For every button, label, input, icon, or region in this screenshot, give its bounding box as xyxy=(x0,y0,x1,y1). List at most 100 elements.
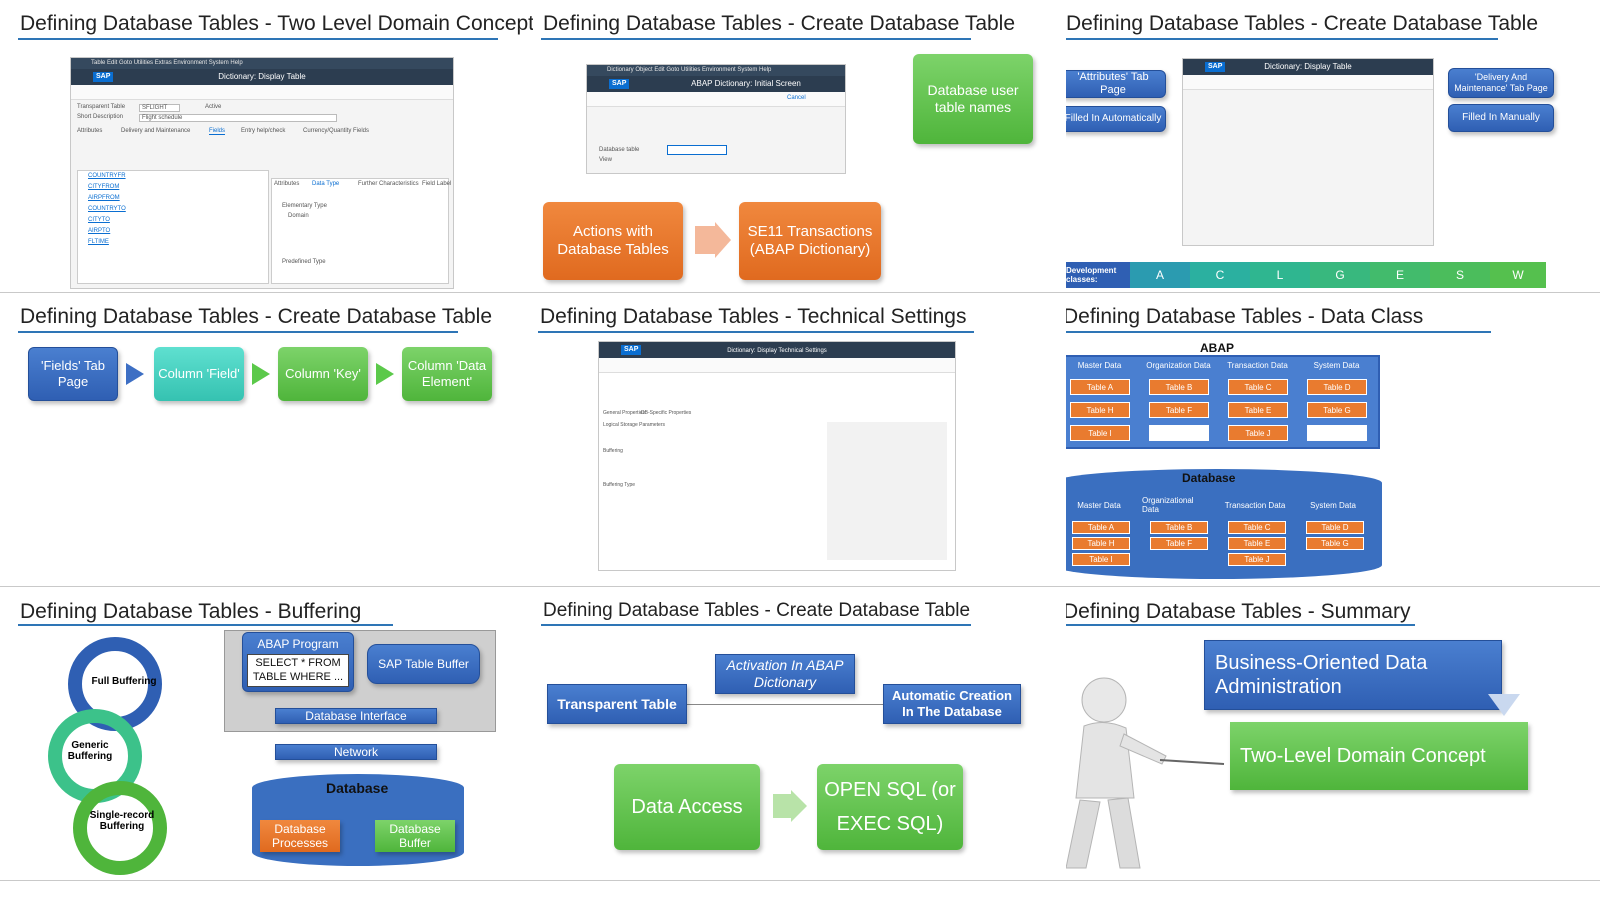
sap-toolbar: Cancel xyxy=(587,92,845,107)
side-tab[interactable]: Field Label xyxy=(422,181,452,187)
db-table-cell: Table F xyxy=(1150,537,1208,550)
side-tab[interactable]: Data Type xyxy=(312,181,340,187)
data-access-box: Data Access xyxy=(614,764,760,850)
table-label: Transparent Table xyxy=(77,104,126,110)
abap-category: System Data xyxy=(1313,360,1360,370)
sap-logo: SAP xyxy=(609,79,630,89)
slide-summary[interactable]: Defining Database Tables - Summary Busin… xyxy=(1066,598,1599,897)
abap-program-label: ABAP Program xyxy=(257,637,339,651)
title-underline xyxy=(18,38,498,40)
elementary-radio[interactable]: Elementary Type xyxy=(282,203,327,209)
db-table-cell: Table E xyxy=(1228,537,1286,550)
field-row[interactable]: AIRPTO xyxy=(88,228,111,234)
side-tab[interactable]: Further Characteristics xyxy=(358,181,419,187)
tab-attributes[interactable]: Attributes xyxy=(77,128,103,134)
tab-fields[interactable]: Fields xyxy=(209,128,226,135)
auto-creation-box: Automatic Creation In The Database xyxy=(883,684,1021,724)
tab-delivery[interactable]: Delivery and Maintenance xyxy=(121,128,191,134)
field-row[interactable]: COUNTRYFR xyxy=(88,173,126,179)
arrow-right-head xyxy=(715,222,731,258)
network-bar: Network xyxy=(275,744,437,760)
option-database-table[interactable]: Database table xyxy=(599,147,640,153)
row-separator xyxy=(0,292,1600,293)
slide-title: Defining Database Tables - Create Databa… xyxy=(543,600,971,621)
buffering-cycle xyxy=(48,637,167,875)
slide-title: Defining Database Tables - Data Class xyxy=(1066,305,1424,328)
status-text: Active xyxy=(205,104,222,110)
sap-menu-bar: Table Edit Goto Utilities Extras Environ… xyxy=(71,58,453,69)
database-cylinder: Database Master Data Organizational Data… xyxy=(1066,469,1382,579)
activation-box: Activation In ABAP Dictionary xyxy=(715,654,855,694)
slide-create-table-2[interactable]: Defining Database Tables - Create Databa… xyxy=(1066,0,1599,299)
box-delivery-tab: 'Delivery And Maintenance' Tab Page xyxy=(1448,68,1554,98)
side-tab[interactable]: Attributes xyxy=(274,181,300,187)
connector-line xyxy=(687,704,883,705)
box-actions: Actions with Database Tables xyxy=(543,202,683,280)
title-underline xyxy=(1066,331,1491,333)
abap-table-cell: Table A xyxy=(1070,379,1130,395)
sap-logo: SAP xyxy=(93,72,114,82)
step-arrow xyxy=(126,363,144,385)
label-storage: Logical Storage Parameters xyxy=(603,422,665,428)
slide-create-table-3[interactable]: Defining Database Tables - Create Databa… xyxy=(0,299,533,598)
db-buffer-box: Database Buffer xyxy=(375,820,455,852)
sap-toolbar xyxy=(1183,75,1433,90)
abap-category: Transaction Data xyxy=(1227,360,1288,370)
tab-entry-help[interactable]: Entry help/check xyxy=(241,128,286,134)
dev-class: L xyxy=(1250,262,1310,288)
step-arrow xyxy=(252,363,270,385)
slide-title: Defining Database Tables - Two Level Dom… xyxy=(20,12,533,35)
field-row[interactable]: FLTIME xyxy=(88,239,109,245)
slide-title: Defining Database Tables - Technical Set… xyxy=(540,305,967,328)
field-row[interactable]: COUNTRYTO xyxy=(88,206,126,212)
side-panel: Attributes Data Type Further Characteris… xyxy=(271,178,452,284)
box-se11: SE11 Transactions (ABAP Dictionary) xyxy=(739,202,881,280)
abap-category: Organization Data xyxy=(1146,360,1211,370)
slide-technical-settings[interactable]: Defining Database Tables - Technical Set… xyxy=(533,299,1066,598)
dev-class: W xyxy=(1490,262,1546,288)
slide-create-table-4[interactable]: Defining Database Tables - Create Databa… xyxy=(533,598,1066,897)
section-db-specific[interactable]: DB-Specific Properties xyxy=(641,410,692,416)
sap-title-bar: SAP Dictionary: Display Technical Settin… xyxy=(599,342,955,358)
db-label: Database xyxy=(1182,471,1236,485)
desc-value[interactable]: Flight schedule xyxy=(139,114,337,122)
title-underline xyxy=(538,331,974,333)
option-view[interactable]: View xyxy=(599,157,612,163)
field-row[interactable]: CITYFROM xyxy=(88,184,120,190)
predefined-radio[interactable]: Predefined Type xyxy=(282,259,326,265)
title-underline xyxy=(1066,38,1498,40)
abap-table-cell: Table H xyxy=(1070,402,1130,418)
slide-two-level-domain[interactable]: Defining Database Tables - Two Level Dom… xyxy=(0,0,533,299)
title-underline xyxy=(541,624,971,626)
slide-buffering[interactable]: Defining Database Tables - Buffering Ful… xyxy=(0,598,533,897)
abap-table-cell-empty xyxy=(1149,425,1209,441)
label-buffering-type: Buffering Type xyxy=(603,482,636,488)
slide-title: Defining Database Tables - Buffering xyxy=(20,600,362,623)
arrow-right-head xyxy=(791,790,807,822)
arrow-right xyxy=(695,226,715,254)
db-table-cell: Table B xyxy=(1150,521,1208,534)
db-table-cell: Table I xyxy=(1072,553,1130,566)
db-processes-box: Database Processes xyxy=(260,820,340,852)
dev-class-label: Development classes: xyxy=(1066,262,1130,288)
slide-create-table-1[interactable]: Defining Database Tables - Create Databa… xyxy=(533,0,1066,299)
transparent-table-box: Transparent Table xyxy=(547,684,687,724)
domain-radio[interactable]: Domain xyxy=(288,213,309,219)
db-table-cell: Table A xyxy=(1072,521,1130,534)
cycle-generic-buffering: Generic Buffering xyxy=(67,740,113,762)
cycle-full-buffering: Full Buffering xyxy=(91,676,157,687)
field-row[interactable]: CITYTO xyxy=(88,217,110,223)
abap-table-cell: Table J xyxy=(1228,425,1288,441)
section-general[interactable]: General Properties xyxy=(603,410,645,416)
field-row[interactable]: AIRPFROM xyxy=(88,195,120,201)
sap-toolbar xyxy=(71,85,453,100)
tab-currency[interactable]: Currency/Quantity Fields xyxy=(303,128,370,134)
title-underline xyxy=(541,38,971,40)
cancel-button[interactable]: Cancel xyxy=(787,95,806,101)
db-cylinder-label: Database xyxy=(326,780,389,796)
slide-data-class[interactable]: Defining Database Tables - Data Class AB… xyxy=(1066,299,1599,598)
table-name-input[interactable] xyxy=(667,145,727,155)
table-value[interactable]: SFLIGHT xyxy=(139,104,181,112)
db-table-cell: Table D xyxy=(1306,521,1364,534)
db-table-cell: Table G xyxy=(1306,537,1364,550)
